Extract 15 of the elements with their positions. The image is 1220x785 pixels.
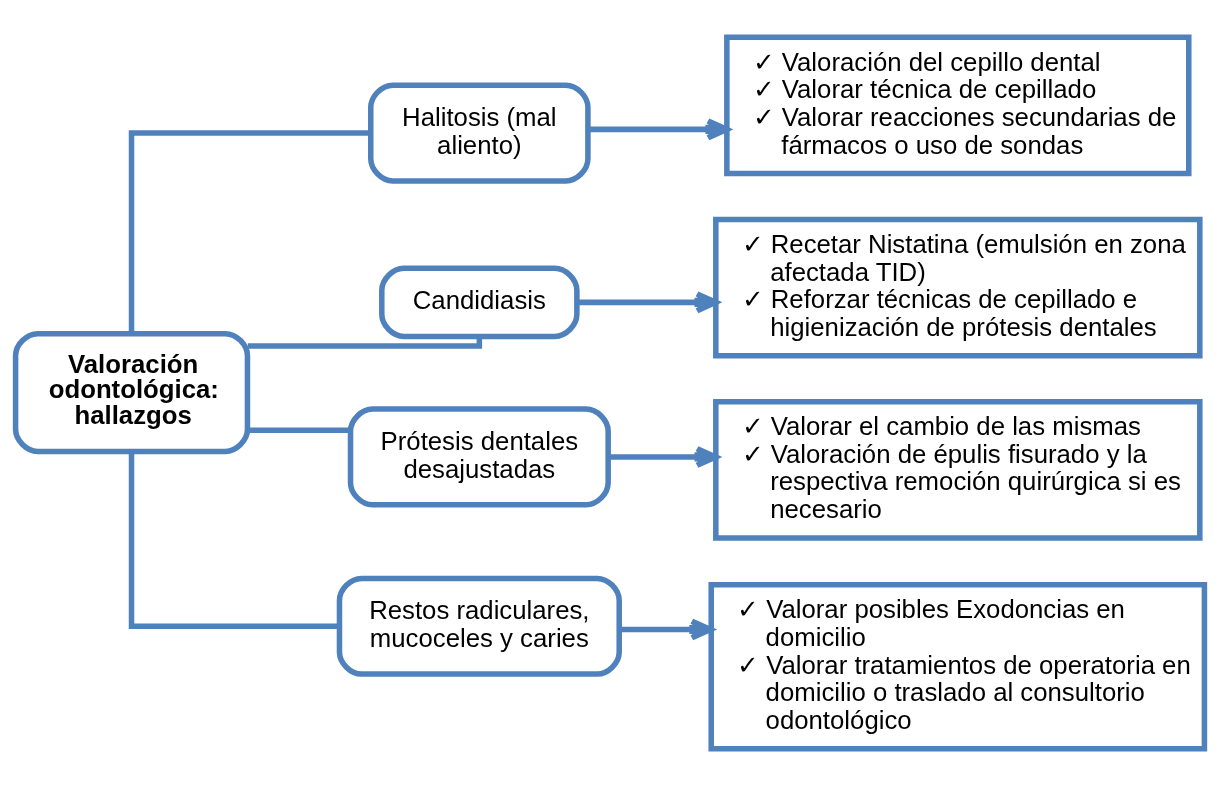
connector <box>247 427 350 433</box>
node-box: ✓ Valorar el cambio de las mismas ✓ Valoración de épulis fisurado y la respectiva remoción quirúrgica si es necesario <box>713 398 1203 541</box>
arrow <box>608 445 719 468</box>
node-box: ✓ Recetar Nistatina (emulsión en zona afectada TID) ✓ Reforzar técnicas de cepillado e higienización de prótesis dentales <box>713 216 1203 358</box>
node-box: Candidiasis <box>379 265 580 339</box>
connector <box>128 129 371 333</box>
node-box: Halitosis (mal aliento) <box>368 81 591 184</box>
arrow <box>619 617 714 640</box>
node-box: Prótesis dentales desajustadas <box>347 405 611 508</box>
node-box: ✓ Valoración del cepillo dental ✓ Valorar técnica de cepillado ✓ Valorar reacciones secundarias de fármacos o uso de sondas <box>724 34 1192 176</box>
connector <box>128 451 340 629</box>
node-box: ✓ Valorar posibles Exodoncias en domicilio ✓ Valorar tratamientos de operatoria en domicilio o traslado al consultorio odontológico <box>708 581 1208 751</box>
connector <box>247 336 483 349</box>
node-box: Restos radiculares, mucoceles y caries <box>336 575 622 677</box>
node-box: Valoración odontológica: hallazgos <box>12 330 251 454</box>
